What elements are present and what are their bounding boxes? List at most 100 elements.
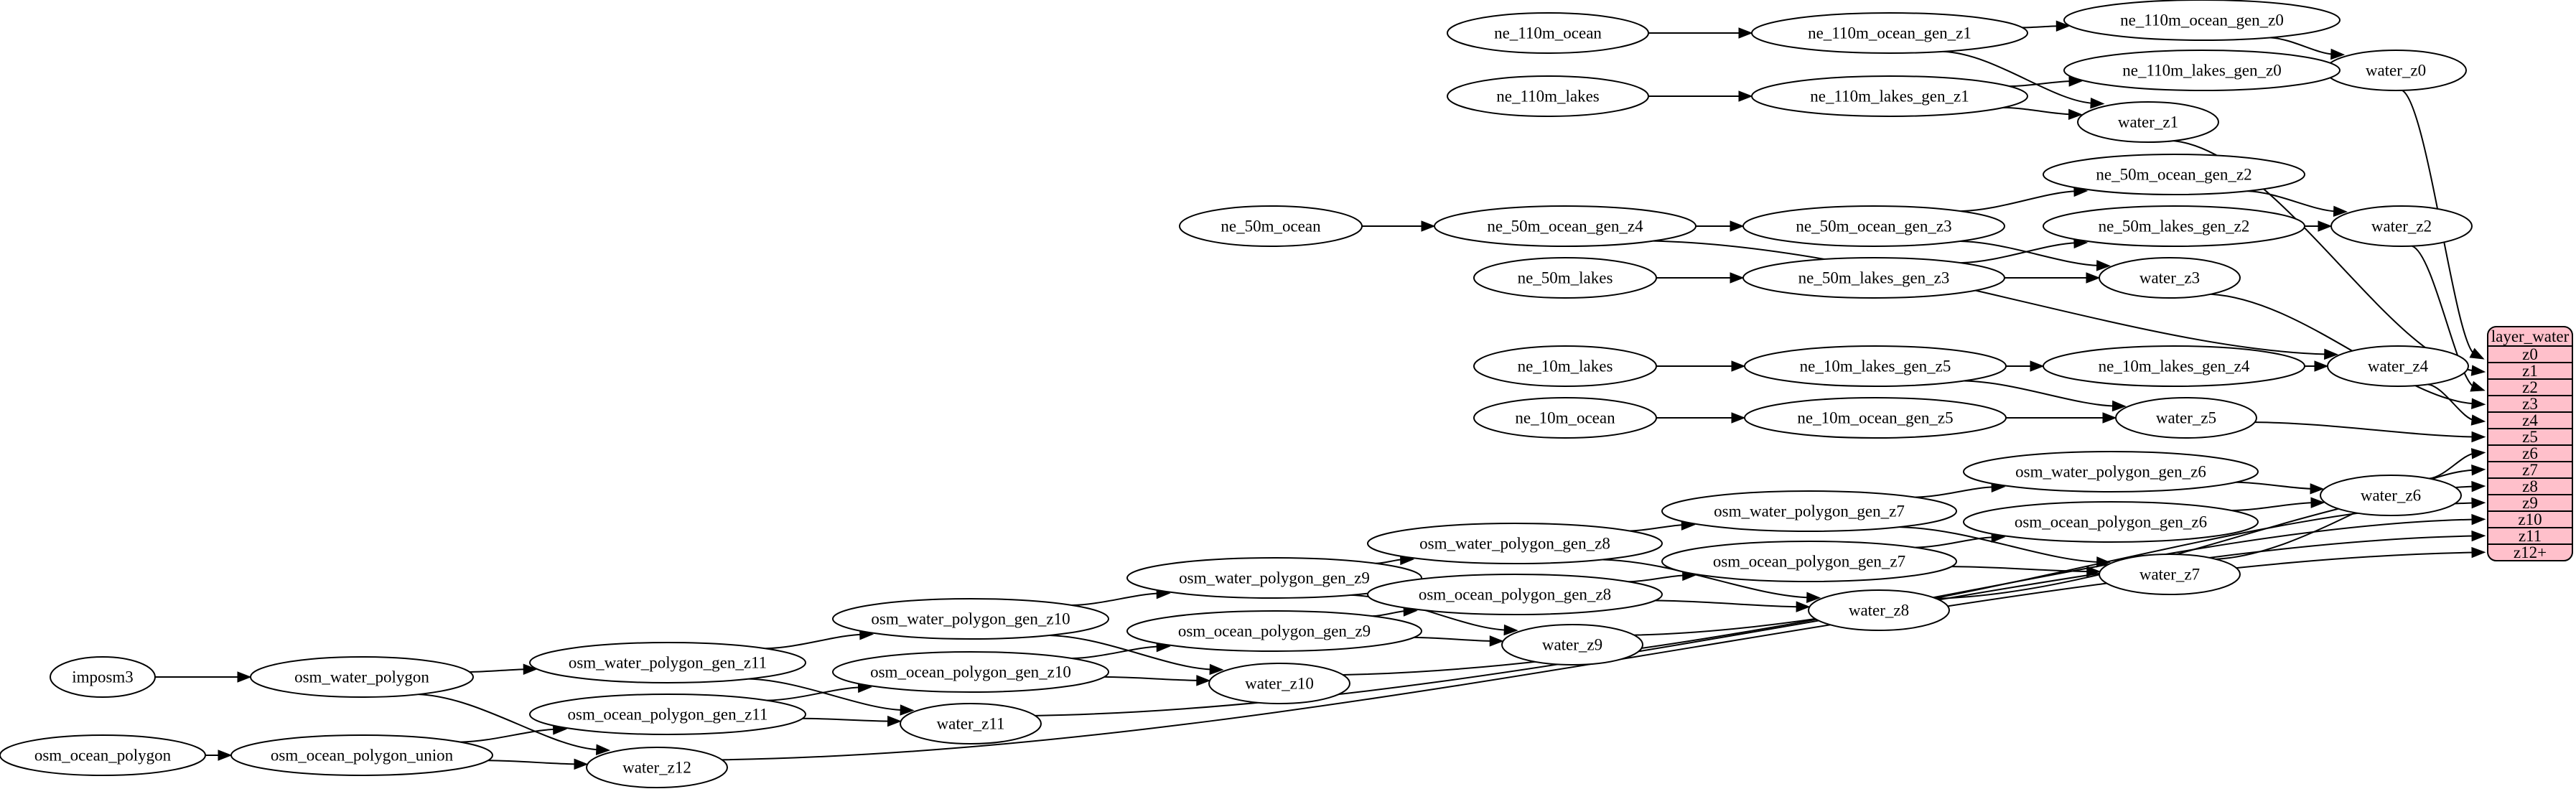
node-label: osm_water_polygon_gen_z8 [1419,535,1610,553]
node-water_z4[interactable]: water_z4 [2327,345,2469,387]
node-osm_water_polygon_gen_z11[interactable]: osm_water_polygon_gen_z11 [529,642,806,683]
node-ne_110m_lakes[interactable]: ne_110m_lakes [1447,75,1649,117]
edge-ne_50m_ocean_gen_z3-to-ne_50m_ocean_gen_z2 [1961,190,2077,213]
node-osm_water_polygon_gen_z8[interactable]: osm_water_polygon_gen_z8 [1367,523,1663,564]
edge-ne_10m_lakes_gen_z5-to-water_z5 [1964,380,2116,407]
node-label: ne_50m_lakes_gen_z3 [1798,269,1950,287]
node-osm_ocean_polygon_gen_z9[interactable]: osm_ocean_polygon_gen_z9 [1126,610,1422,652]
arrowhead [1731,360,1746,372]
node-ne_110m_lakes_gen_z1[interactable]: ne_110m_lakes_gen_z1 [1751,75,2028,117]
edge-osm_ocean_polygon_gen_z9-to-osm_ocean_polygon_gen_z8 [1372,610,1407,617]
node-water_z2[interactable]: water_z2 [2330,205,2473,247]
arrowhead [523,663,538,675]
arrowhead [2030,360,2045,372]
node-ne_50m_ocean_gen_z2[interactable]: ne_50m_ocean_gen_z2 [2043,154,2305,195]
edge-water_z10-to-layer_water-z10 [1343,518,2475,676]
record-row-z9[interactable]: z9 [2522,494,2538,512]
edge-osm_ocean_polygon_gen_z11-to-osm_ocean_polygon_gen_z10 [767,686,862,701]
edge-osm_water_polygon_gen_z7-to-osm_water_polygon_gen_z6 [1915,486,1995,498]
record-row-z6[interactable]: z6 [2522,444,2538,462]
record-row-z0[interactable]: z0 [2522,345,2538,363]
edge-ne_110m_ocean_gen_z0-to-water_z0 [2269,37,2334,55]
node-water_z12[interactable]: water_z12 [586,747,728,788]
node-osm_water_polygon_gen_z9[interactable]: osm_water_polygon_gen_z9 [1126,557,1422,599]
node-water_z10[interactable]: water_z10 [1208,663,1350,704]
record-node-layer: layer_waterz0z1z2z3z4z5z6z7z8z9z10z11z12… [2487,326,2573,561]
record-row-z3[interactable]: z3 [2522,395,2538,413]
node-label: water_z0 [2366,62,2426,80]
node-osm_water_polygon_gen_z7[interactable]: osm_water_polygon_gen_z7 [1661,490,1957,532]
node-osm_ocean_polygon_gen_z7[interactable]: osm_ocean_polygon_gen_z7 [1661,541,1957,582]
node-ne_10m_ocean_gen_z5[interactable]: ne_10m_ocean_gen_z5 [1744,397,2007,439]
node-ne_50m_ocean_gen_z4[interactable]: ne_50m_ocean_gen_z4 [1434,205,1697,247]
node-ne_50m_lakes_gen_z2[interactable]: ne_50m_lakes_gen_z2 [2043,205,2305,247]
node-ne_110m_ocean_gen_z0[interactable]: ne_110m_ocean_gen_z0 [2063,0,2341,41]
node-osm_water_polygon[interactable]: osm_water_polygon [250,656,474,698]
node-osm_ocean_polygon_gen_z11[interactable]: osm_ocean_polygon_gen_z11 [529,694,806,735]
record-title: layer_water [2491,327,2570,345]
node-water_z3[interactable]: water_z3 [2099,257,2241,299]
node-osm_ocean_polygon_gen_z10[interactable]: osm_ocean_polygon_gen_z10 [832,651,1109,693]
node-water_z5[interactable]: water_z5 [2115,397,2257,439]
node-ne_10m_lakes[interactable]: ne_10m_lakes [1473,345,1657,387]
edge-osm_ocean_polygon_gen_z6-to-water_z6 [2231,502,2315,512]
node-ne_110m_lakes_gen_z0[interactable]: ne_110m_lakes_gen_z0 [2063,50,2341,91]
record-row-z12+[interactable]: z12+ [2514,543,2547,561]
node-water_z1[interactable]: water_z1 [2077,101,2219,143]
edge-osm_water_polygon_gen_z10-to-water_z10 [1049,634,1213,671]
arrowhead [2330,48,2346,60]
record-row-z5[interactable]: z5 [2522,428,2538,446]
record-row-z10[interactable]: z10 [2518,510,2542,528]
node-layer: ne_110m_ocean ne_110m_ocean_gen_z1 ne_110m… [0,0,2473,788]
node-ne_110m_ocean[interactable]: ne_110m_ocean [1447,12,1649,54]
arrowhead [2314,360,2329,372]
node-water_z11[interactable]: water_z11 [900,703,1042,744]
node-osm_water_polygon_gen_z6[interactable]: osm_water_polygon_gen_z6 [1963,451,2259,492]
arrowhead [2068,108,2083,121]
node-ne_50m_ocean[interactable]: ne_50m_ocean [1179,205,1363,247]
edge-osm_water_polygon_gen_z8-to-water_z8 [1602,559,1810,599]
record-row-z8[interactable]: z8 [2522,477,2538,495]
record-row-z11[interactable]: z11 [2519,527,2542,545]
node-ne_110m_ocean_gen_z1[interactable]: ne_110m_ocean_gen_z1 [1751,12,2028,54]
edge-ne_110m_ocean_gen_z1-to-ne_110m_ocean_gen_z0 [2022,25,2060,29]
node-osm_ocean_polygon[interactable]: osm_ocean_polygon [0,734,206,776]
arrowhead [2471,464,2486,476]
node-label: ne_50m_lakes [1518,269,1613,287]
node-imposm3[interactable]: imposm3 [50,656,156,698]
record-row-z2[interactable]: z2 [2522,378,2538,396]
node-osm_ocean_polygon_union[interactable]: osm_ocean_polygon_union [230,734,493,776]
arrowhead [1209,663,1224,676]
node-ne_10m_lakes_gen_z4[interactable]: ne_10m_lakes_gen_z4 [2043,345,2305,387]
node-label: osm_ocean_polygon_gen_z9 [1178,622,1371,640]
edge-osm_water_polygon-to-osm_water_polygon_gen_z11 [470,668,527,673]
node-osm_ocean_polygon_gen_z6[interactable]: osm_ocean_polygon_gen_z6 [1963,501,2259,543]
node-ne_10m_lakes_gen_z5[interactable]: ne_10m_lakes_gen_z5 [1744,345,2007,387]
node-ne_50m_lakes[interactable]: ne_50m_lakes [1473,257,1657,299]
record-row-z4[interactable]: z4 [2522,411,2538,429]
node-water_z9[interactable]: water_z9 [1501,624,1643,666]
node-water_z0[interactable]: water_z0 [2325,50,2467,91]
arrowhead [2471,398,2486,409]
node-label: osm_water_polygon_gen_z6 [2015,463,2206,481]
node-water_z7[interactable]: water_z7 [2099,554,2241,595]
node-osm_ocean_polygon_gen_z8[interactable]: osm_ocean_polygon_gen_z8 [1367,574,1663,615]
edge-osm_ocean_polygon_union-to-osm_ocean_polygon_gen_z11 [460,728,556,743]
node-water_z8[interactable]: water_z8 [1808,589,1950,631]
record-node-layer-water[interactable]: layer_waterz0z1z2z3z4z5z6z7z8z9z10z11z12… [2487,326,2573,561]
node-label: ne_10m_ocean [1515,409,1615,427]
node-water_z6[interactable]: water_z6 [2320,475,2462,516]
node-label: water_z12 [622,759,691,777]
record-row-z7[interactable]: z7 [2522,461,2538,479]
record-row-z1[interactable]: z1 [2522,362,2538,380]
edge-osm_water_polygon-to-water_z12 [418,694,599,751]
node-ne_50m_ocean_gen_z3[interactable]: ne_50m_ocean_gen_z3 [1742,205,2005,247]
node-ne_50m_lakes_gen_z3[interactable]: ne_50m_lakes_gen_z3 [1742,257,2005,299]
arrowhead [2471,530,2486,542]
node-label: osm_ocean_polygon_union [271,747,454,765]
node-ne_10m_ocean[interactable]: ne_10m_ocean [1473,397,1657,439]
node-osm_water_polygon_gen_z10[interactable]: osm_water_polygon_gen_z10 [832,598,1109,640]
node-label: osm_water_polygon_gen_z11 [569,654,767,672]
